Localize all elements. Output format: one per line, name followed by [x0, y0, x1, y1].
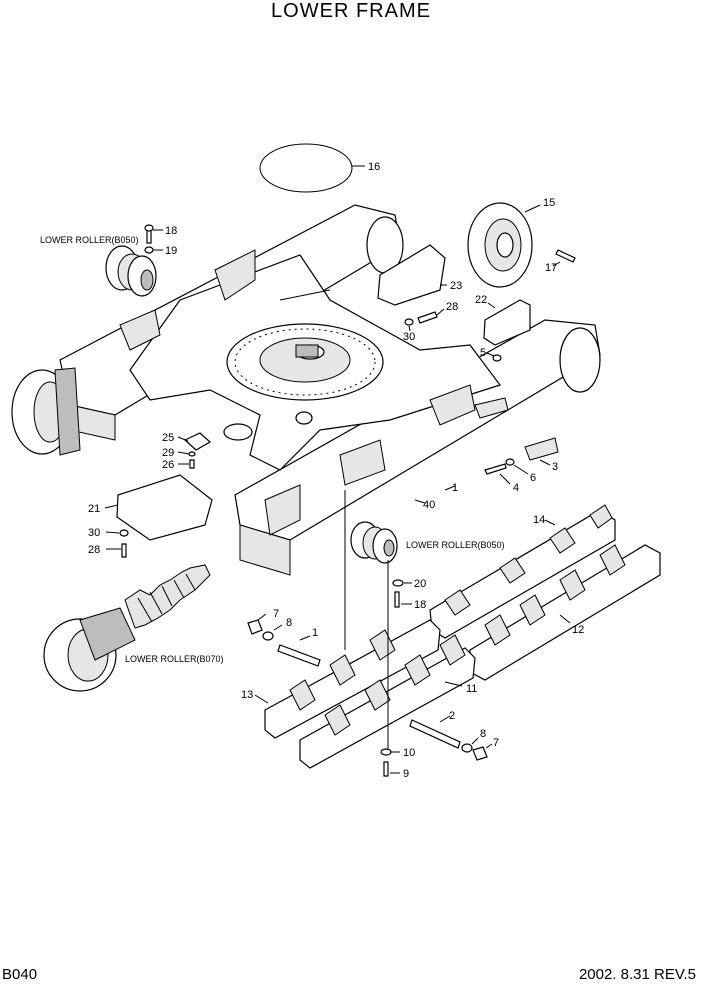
callout-16: 16	[368, 161, 380, 173]
track-guide-3	[524, 437, 559, 461]
lower-roller-mid	[350, 521, 398, 564]
callout-30-lower: 30	[88, 527, 100, 539]
bottom-cover	[116, 474, 213, 541]
callout-6: 6	[530, 472, 536, 484]
callout-labels: 16 15 18 19 17 23 28 30 22 5 25 29 26 3 …	[88, 161, 584, 780]
callout-5: 5	[480, 347, 486, 359]
front-idler-assembly	[43, 564, 211, 692]
callout-18: 18	[165, 225, 177, 237]
callout-15: 15	[543, 197, 555, 209]
callout-29: 29	[162, 447, 174, 459]
label-lower-roller-mid: LOWER ROLLER(B050)	[406, 540, 505, 550]
page-code: B040	[2, 966, 38, 983]
callout-8-lower: 8	[480, 728, 486, 740]
lower-roller-top	[105, 245, 157, 297]
callout-1-lower: 1	[312, 627, 318, 639]
callout-13: 13	[241, 689, 253, 701]
callout-23: 23	[450, 280, 462, 292]
callout-30: 30	[403, 331, 415, 343]
cover-plate	[377, 244, 446, 306]
callout-7: 7	[273, 608, 279, 620]
callout-25: 25	[162, 432, 174, 444]
track-guard-13	[264, 619, 441, 739]
page-title: LOWER FRAME	[271, 0, 431, 22]
callout-2: 2	[449, 710, 455, 722]
callout-11: 11	[466, 683, 477, 695]
callout-19: 19	[165, 245, 177, 257]
o-ring	[259, 143, 353, 193]
callout-4: 4	[513, 482, 519, 494]
track-guard-14	[429, 504, 616, 639]
callout-26: 26	[162, 459, 174, 471]
sprocket	[467, 202, 533, 288]
label-lower-roller-top: LOWER ROLLER(B050)	[40, 235, 139, 245]
callout-28: 28	[446, 301, 458, 313]
callout-40: 40	[423, 499, 435, 511]
side-cover	[483, 299, 531, 346]
callout-1: 1	[452, 482, 458, 494]
track-guard-12	[469, 544, 661, 681]
callout-10: 10	[403, 747, 415, 759]
callout-21: 21	[88, 503, 100, 515]
callout-3: 3	[552, 461, 558, 473]
callout-28-lower: 28	[88, 544, 100, 556]
callout-12: 12	[572, 624, 584, 636]
lower-frame-body	[11, 204, 601, 576]
revision-date: 2002. 8.31 REV.5	[578, 966, 696, 983]
callout-7-lower: 7	[493, 737, 499, 749]
callout-22: 22	[475, 294, 487, 306]
access-plate	[183, 432, 212, 451]
callout-20: 20	[414, 578, 426, 590]
callout-17: 17	[545, 262, 557, 274]
callout-18-lower: 18	[414, 599, 426, 611]
callout-9: 9	[403, 768, 409, 780]
callout-8: 8	[286, 617, 292, 629]
callout-14: 14	[533, 514, 545, 526]
label-lower-roller-idler: LOWER ROLLER(B070)	[125, 654, 224, 664]
